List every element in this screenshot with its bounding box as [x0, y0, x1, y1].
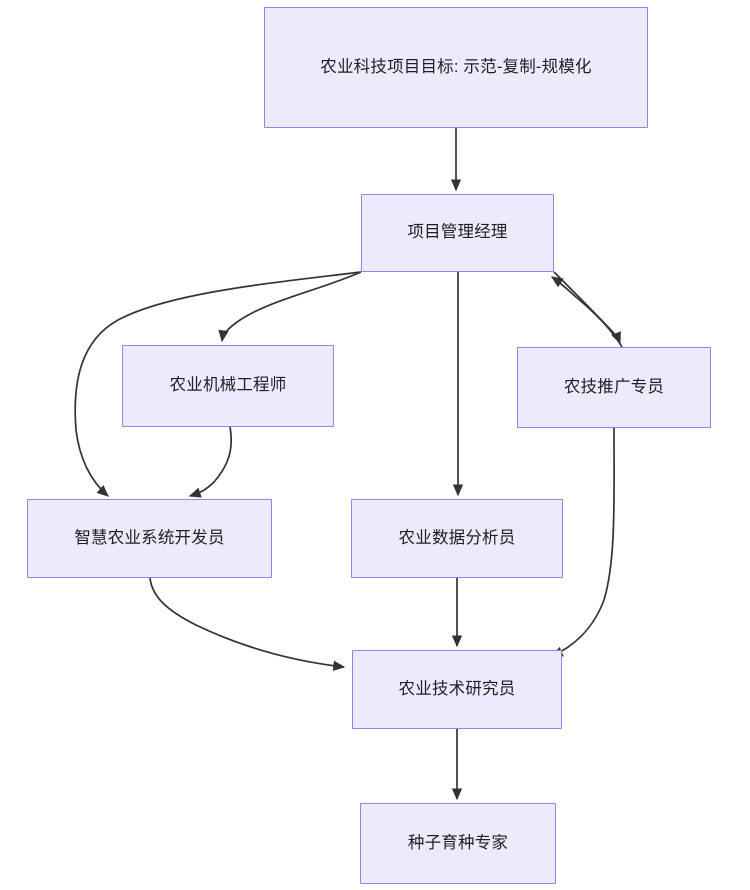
node-extension-specialist[interactable]: 农技推广专员 — [517, 347, 711, 428]
node-label-extension-specialist: 农技推广专员 — [563, 377, 665, 396]
edge-extension-to-researcher — [550, 427, 615, 657]
node-label-project-manager: 项目管理经理 — [407, 223, 508, 242]
node-project-goal[interactable]: 农业科技项目目标: 示范-复制-规模化 — [264, 7, 648, 128]
node-agri-data-analyst[interactable]: 农业数据分析员 — [351, 499, 563, 578]
node-seed-breeding-expert[interactable]: 种子育种专家 — [360, 803, 556, 884]
node-smart-agri-developer[interactable]: 智慧农业系统开发员 — [27, 499, 272, 578]
edge-pm-to-smartdev — [74, 271, 362, 497]
node-label-smart-agri-developer: 智慧农业系统开发员 — [74, 528, 225, 547]
node-label-agri-tech-researcher: 农业技术研究员 — [398, 679, 516, 698]
edge-pm-to-mech — [218, 271, 362, 343]
node-label-project-goal: 农业科技项目目标: 示范-复制-规模化 — [320, 57, 592, 76]
node-agri-tech-researcher[interactable]: 农业技术研究员 — [352, 650, 562, 729]
node-agri-machinery-engineer[interactable]: 农业机械工程师 — [122, 345, 334, 427]
node-project-manager[interactable]: 项目管理经理 — [361, 194, 554, 272]
edge-mech-to-smartdev — [188, 426, 233, 498]
node-label-agri-data-analyst: 农业数据分析员 — [398, 528, 516, 547]
edge-extension-to-pm — [551, 276, 623, 348]
edge-smartdev-to-researcher — [149, 577, 346, 671]
node-label-seed-breeding-expert: 种子育种专家 — [407, 833, 509, 852]
node-label-agri-machinery-engineer: 农业机械工程师 — [169, 376, 287, 395]
